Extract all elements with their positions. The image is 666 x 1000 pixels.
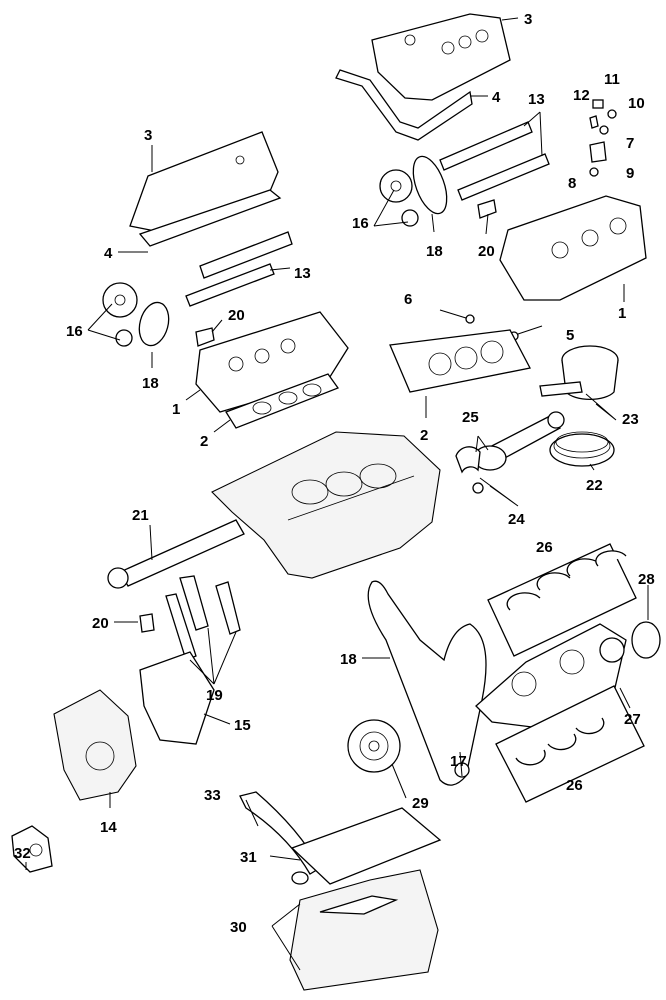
head-gasket-right — [389, 329, 531, 393]
callout-1-right: 1 — [618, 305, 626, 322]
callout-8: 8 — [568, 175, 576, 192]
timing-cover-gasket — [139, 651, 215, 745]
callout-20-lower: 20 — [92, 615, 109, 632]
tensioner-bolt-right — [477, 199, 497, 219]
callout-15: 15 — [234, 717, 251, 734]
leader-lines — [25, 17, 649, 971]
harmonic-balancer — [347, 719, 401, 773]
callout-26-lower: 26 — [566, 777, 583, 794]
camshafts-right — [439, 121, 550, 201]
drive-belt — [367, 580, 487, 786]
tensioner-bolt-left — [195, 327, 215, 347]
callout-32: 32 — [14, 845, 31, 862]
callout-9: 9 — [626, 165, 634, 182]
timing-cover — [53, 689, 137, 801]
callout-20-right: 20 — [478, 243, 495, 260]
chain-guides — [139, 575, 241, 661]
callout-4-left: 4 — [104, 245, 113, 262]
timing-chain-right — [412, 155, 448, 215]
callouts: 3 4 13 11 12 10 7 8 9 16 18 20 1 6 5 2 2… — [14, 11, 655, 936]
callout-16-right: 16 — [352, 215, 369, 232]
valve-cover-gasket-right — [335, 69, 473, 141]
callout-23: 23 — [622, 411, 639, 428]
callout-19: 19 — [206, 687, 223, 704]
connecting-rod — [473, 411, 565, 471]
callout-18-belt: 18 — [340, 651, 357, 668]
callout-13-left: 13 — [294, 265, 311, 282]
callout-4-right: 4 — [492, 89, 501, 106]
callout-12: 12 — [573, 87, 590, 104]
callout-3-right: 3 — [524, 11, 532, 28]
callout-7: 7 — [626, 135, 634, 152]
main-bearings-upper — [487, 543, 637, 657]
callout-1-left: 1 — [172, 401, 180, 418]
callout-13-right: 13 — [528, 91, 545, 108]
callout-18-left: 18 — [142, 375, 159, 392]
piston-rings — [549, 431, 615, 467]
oil-pickup — [239, 791, 321, 885]
callout-5: 5 — [566, 327, 574, 344]
callout-20-left: 20 — [228, 307, 245, 324]
callout-2-left: 2 — [200, 433, 208, 450]
callout-11: 11 — [604, 71, 620, 88]
head-gasket-left — [225, 373, 340, 429]
rod-bearings — [455, 446, 484, 494]
callout-26-upper: 26 — [536, 539, 553, 556]
callout-17: 17 — [450, 753, 467, 770]
callout-25: 25 — [462, 409, 479, 426]
callout-24: 24 — [508, 511, 525, 528]
oil-pump — [11, 825, 53, 873]
callout-3-left: 3 — [144, 127, 152, 144]
callout-30: 30 — [230, 919, 247, 936]
balance-shaft — [107, 519, 245, 589]
callout-28: 28 — [638, 571, 655, 588]
callout-14: 14 — [100, 819, 117, 836]
callout-21: 21 — [132, 507, 149, 524]
callout-27: 27 — [624, 711, 641, 728]
callout-16-left: 16 — [66, 323, 83, 340]
cam-sprocket-left — [102, 282, 138, 347]
camshafts-left — [185, 231, 293, 307]
callout-6: 6 — [404, 291, 412, 308]
piston — [539, 345, 619, 400]
engine-block — [211, 431, 441, 579]
callout-18-right: 18 — [426, 243, 443, 260]
cam-sprocket-right — [379, 169, 419, 227]
cylinder-head-right — [499, 195, 647, 301]
valve-cover-right — [371, 13, 511, 101]
callout-33: 33 — [204, 787, 221, 804]
callout-29: 29 — [412, 795, 429, 812]
valve-cover-gasket-left — [138, 189, 282, 247]
callout-10: 10 — [628, 95, 645, 112]
valve-spring-parts — [589, 99, 617, 177]
callout-31: 31 — [240, 849, 257, 866]
oil-pan — [289, 869, 439, 991]
main-bearings-lower — [495, 685, 645, 803]
timing-chain-left — [138, 301, 170, 347]
rear-main-seal — [631, 621, 661, 659]
callout-2-right: 2 — [420, 427, 428, 444]
oil-pan-gasket — [290, 807, 442, 885]
callout-22: 22 — [586, 477, 603, 494]
